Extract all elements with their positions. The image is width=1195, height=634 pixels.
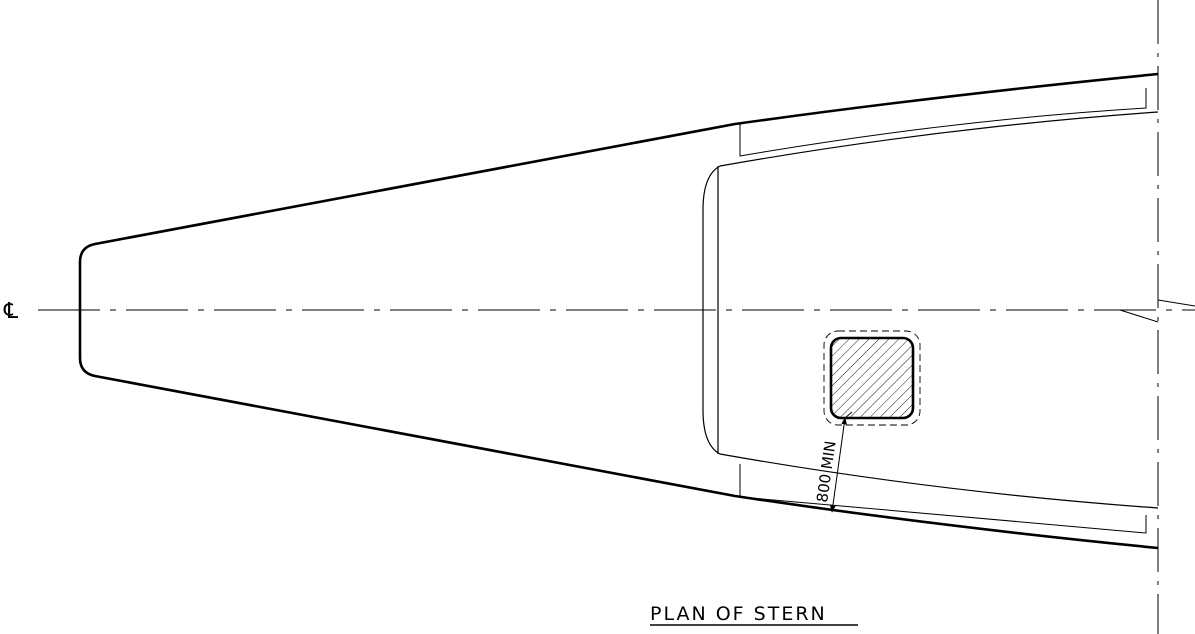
dimension-leader [844, 411, 853, 419]
centerline-symbol: ℄ [3, 299, 19, 324]
hull-outline [78, 72, 1159, 550]
deck-edge-upper [719, 111, 1159, 167]
bulwark-lower [739, 464, 1147, 534]
drawing-title: PLAN OF STERN [650, 603, 827, 625]
dimension-label: 800 MIN [813, 440, 839, 504]
break-symbol [1119, 299, 1195, 323]
bulwark-upper [739, 88, 1147, 157]
transom-line [702, 165, 721, 455]
clearance-zone [823, 330, 921, 426]
deck-edge-lower [719, 453, 1159, 509]
dimension-line [830, 417, 847, 513]
hatched-block [829, 336, 915, 420]
